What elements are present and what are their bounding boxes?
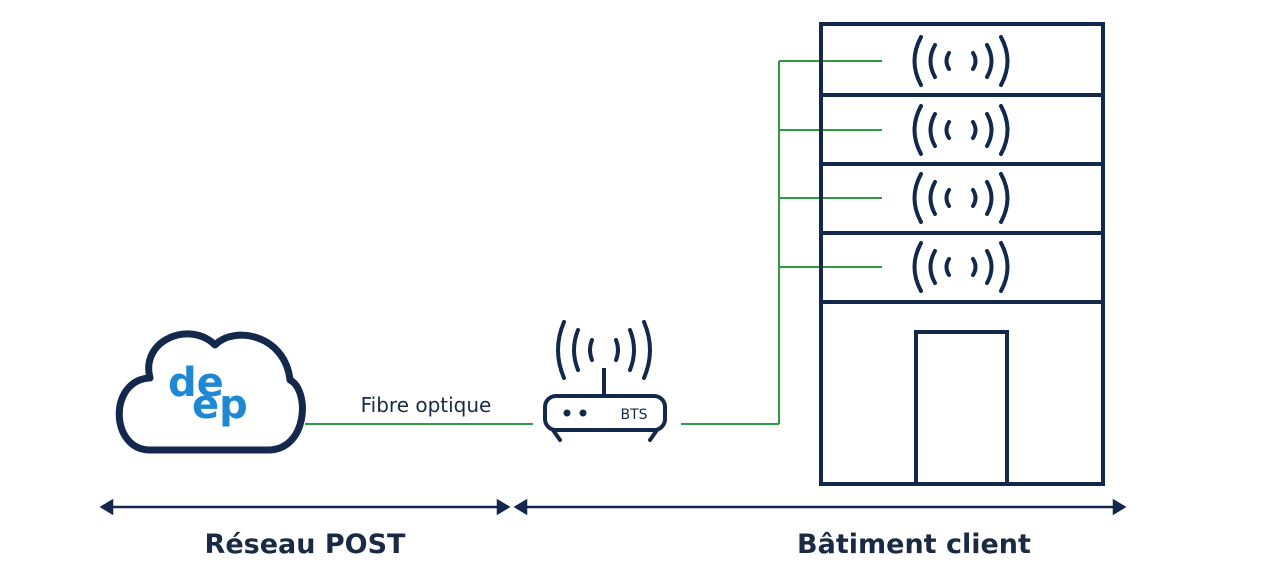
section-arrow-right [513, 498, 1127, 516]
deep-logo-bottom: ep [192, 382, 248, 428]
building-icon [819, 22, 1105, 486]
section-label-left: Réseau POST [205, 529, 407, 560]
deep-logo-top: de [168, 360, 224, 406]
section-arrow-left [99, 498, 511, 516]
fiber-label: Fibre optique [361, 393, 492, 417]
door-icon [914, 330, 1009, 486]
bts-label: BTS [620, 407, 647, 423]
distribution-lines [681, 60, 882, 425]
section-label-right: Bâtiment client [797, 529, 1031, 560]
wireless-signal-icon [556, 320, 652, 380]
floor-1-wireless-signal-icon [912, 35, 1010, 87]
floor-3-wireless-signal-icon [912, 172, 1010, 224]
floor-4-wireless-signal-icon [912, 241, 1010, 293]
floor-2-wireless-signal-icon [912, 104, 1010, 156]
router-icon: BTS [543, 320, 667, 442]
cloud-icon: de ep [115, 330, 306, 454]
